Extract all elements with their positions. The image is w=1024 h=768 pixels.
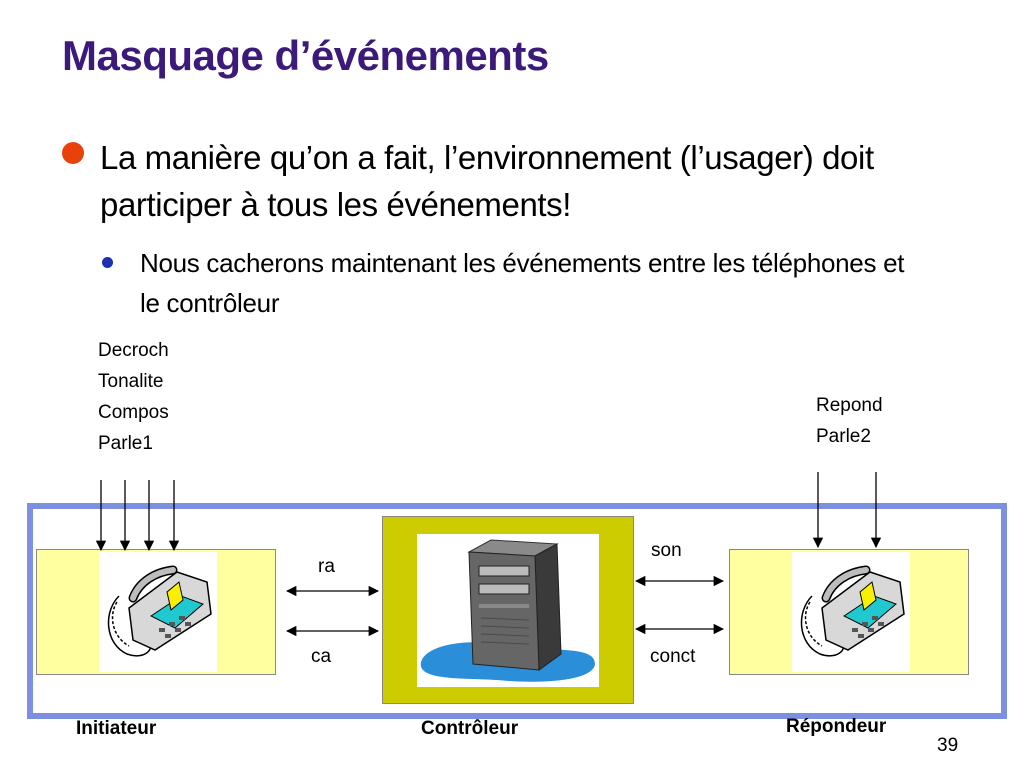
responder-box	[729, 549, 969, 675]
message-label-conct: conct	[650, 646, 696, 667]
responder-phone-panel	[792, 552, 910, 672]
slide-title: Masquage d’événements	[62, 32, 549, 79]
message-label-ca: ca	[311, 646, 332, 667]
page-number: 39	[937, 735, 959, 756]
initiator-phone-panel	[99, 552, 217, 672]
message-label-ra: ra	[318, 556, 335, 577]
controller-box	[382, 516, 634, 704]
event-label-parle2: Parle2	[816, 426, 871, 447]
sub-bullet-text: Nous cacherons maintenant les événements…	[140, 248, 905, 318]
event-label-compos: Compos	[98, 402, 169, 423]
responder-label: Répondeur	[786, 716, 887, 737]
orange-bullet-icon	[62, 142, 84, 164]
server-tower-icon	[420, 539, 595, 682]
blue-bullet-icon	[102, 257, 113, 268]
telephone-icon	[800, 565, 905, 657]
main-bullet: La manière qu’on a fait, l’environnement…	[60, 134, 980, 228]
initiator-box	[36, 549, 276, 675]
main-bullet-text: La manière qu’on a fait, l’environnement…	[100, 139, 874, 223]
initiator-label: Initiateur	[76, 718, 157, 739]
message-label-son: son	[651, 540, 682, 561]
controller-label: Contrôleur	[421, 718, 519, 739]
event-label-decroch: Decroch	[98, 340, 169, 361]
event-label-tonalite: Tonalite	[98, 371, 164, 392]
initiator-event-list: Decroch Tonalite Compos Parle1	[98, 335, 169, 459]
sub-bullet: Nous cacherons maintenant les événements…	[100, 243, 920, 323]
telephone-icon	[107, 565, 212, 657]
event-label-repond: Repond	[816, 395, 883, 416]
controller-panel	[417, 534, 599, 687]
event-label-parle1: Parle1	[98, 433, 153, 454]
responder-event-list: Repond Parle2	[816, 390, 883, 452]
